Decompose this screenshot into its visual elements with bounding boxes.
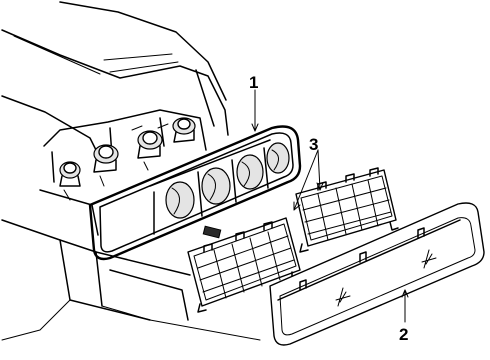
reflector-bowl [236, 154, 264, 190]
bulb-socket [93, 144, 119, 173]
bulb-socket [59, 161, 81, 187]
leader-lines [251, 89, 409, 323]
callout-number-3: 3 [309, 135, 318, 154]
lamp-housing [88, 125, 302, 261]
bulb-socket [172, 117, 196, 143]
callout-number-1: 1 [249, 73, 258, 92]
grille-bezel-right [295, 167, 399, 253]
tail-lamp-lens [269, 202, 485, 346]
bulb-socket [131, 123, 169, 159]
callout-number-2: 2 [399, 325, 408, 344]
lens-emblem [421, 249, 437, 269]
bulb-socket-cluster [43, 109, 207, 201]
lens-emblem [335, 287, 351, 307]
reflector-bowl [201, 167, 231, 205]
reflector-bowl [266, 142, 290, 174]
reflector-bowl [165, 181, 195, 219]
vehicle-rear-body [1, 1, 261, 341]
